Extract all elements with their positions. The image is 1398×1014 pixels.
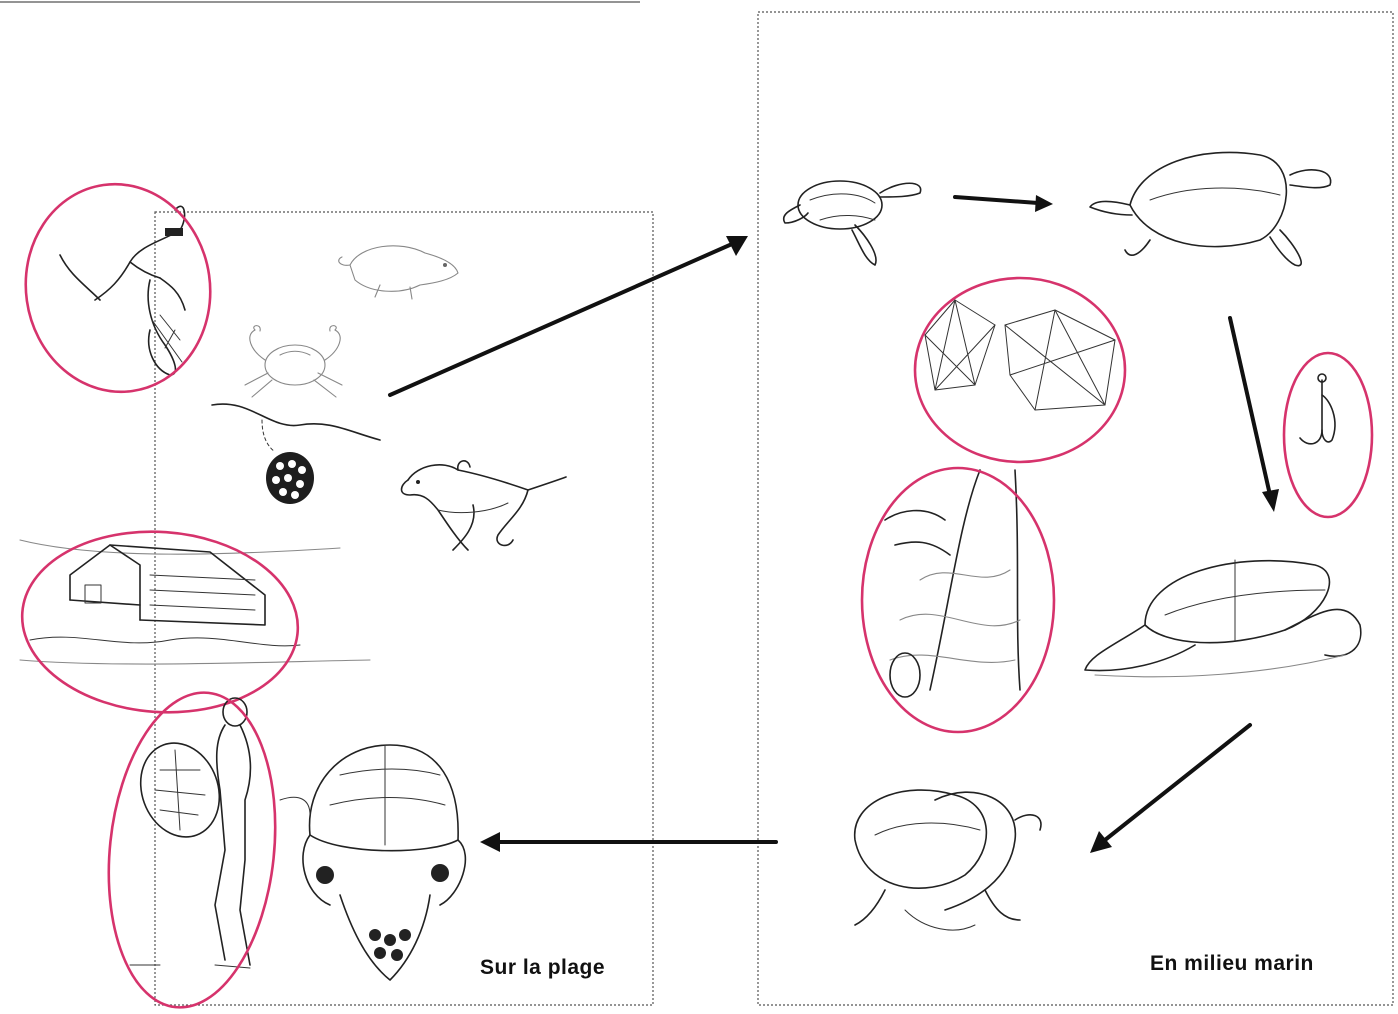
fishing-net-threat-outline: [862, 468, 1054, 732]
hatchling-turtle-illustration: [784, 181, 921, 265]
arrow-hatchling-to-juvenile-head: [1035, 195, 1053, 212]
arrow-sea-to-beach-head: [480, 832, 500, 852]
arrow-hatchling-to-juvenile: [955, 197, 1038, 203]
arrow-beach-to-sea: [390, 244, 732, 395]
egg-clutch-illustration: [212, 404, 380, 504]
egg-collector-threat-outline: [12, 172, 223, 404]
plastic-bags-threat-outline: [915, 278, 1125, 462]
plastic-bags-illustration: [925, 300, 1115, 410]
rat-illustration: [339, 246, 458, 299]
arrow-adult-to-mating: [1105, 725, 1250, 840]
juvenile-turtle-illustration: [1090, 152, 1331, 265]
turtle-poacher-threat-outline: [94, 684, 290, 1009]
nesting-turtle-illustration: [280, 745, 465, 980]
mating-turtles-illustration: [855, 790, 1041, 930]
sea-panel-label: En milieu marin: [1150, 952, 1314, 976]
cycle-arrows: [390, 195, 1279, 853]
dog-illustration: [402, 461, 567, 550]
fishing-hook-illustration: [1300, 374, 1335, 444]
beach-house-illustration: [20, 540, 370, 664]
sea-panel-frame: [758, 12, 1393, 1005]
egg-collector-illustration: [60, 206, 185, 375]
arrow-juvenile-to-adult-head: [1262, 489, 1279, 512]
fishing-net-illustration: [885, 470, 1020, 697]
adult-turtle-illustration: [1085, 560, 1361, 677]
turtle-poacher-illustration: [128, 698, 251, 968]
beach-panel-label: Sur la plage: [480, 956, 605, 980]
arrow-adult-to-mating-head: [1090, 831, 1112, 853]
crab-illustration: [245, 326, 342, 397]
arrow-juvenile-to-adult: [1230, 318, 1270, 495]
fishing-hook-threat-outline: [1284, 353, 1372, 517]
